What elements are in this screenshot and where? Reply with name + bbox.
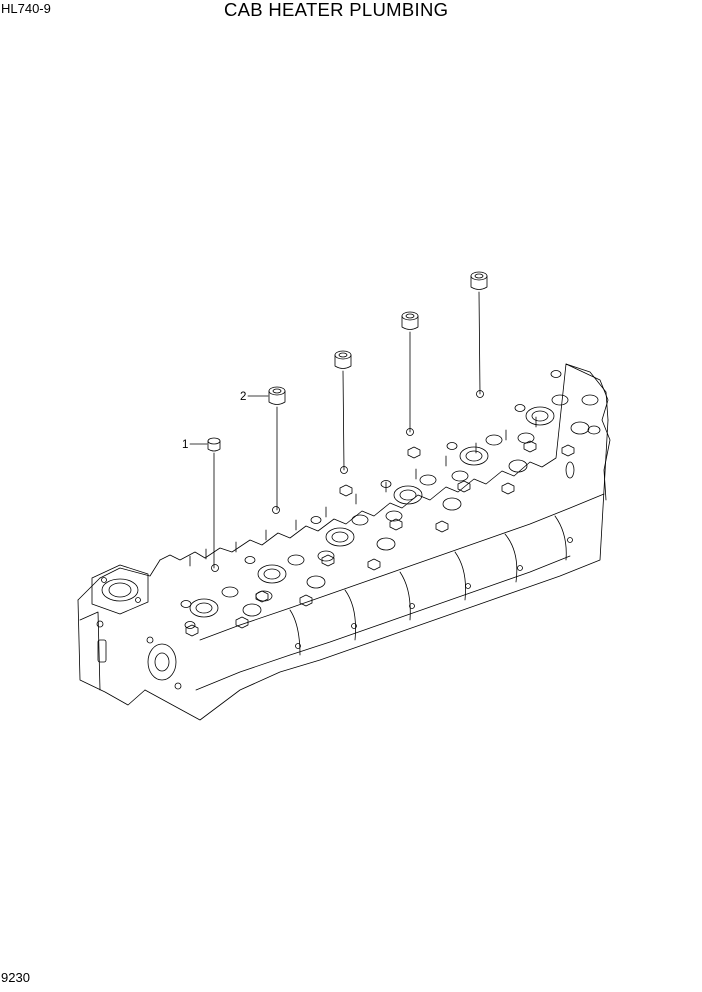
callout-2-label: 2	[240, 391, 246, 403]
cylinder-head-body	[77, 363, 609, 721]
plug-4	[401, 311, 419, 433]
page-title: CAB HEATER PLUMBING	[224, 0, 449, 20]
plug-2	[268, 386, 286, 511]
rear-end-face	[565, 363, 611, 501]
plug-1	[207, 437, 221, 569]
coolant-port	[91, 564, 182, 690]
callout-1-label: 1	[182, 439, 188, 451]
model-number: HL740-9	[1, 1, 51, 16]
callout-2: 2	[240, 391, 269, 403]
callout-1: 1	[182, 439, 208, 451]
plug-5	[470, 271, 488, 395]
plug-group	[207, 271, 488, 569]
cylinder-pockets	[180, 370, 590, 629]
page-number: 9230	[1, 970, 30, 985]
bolt-heads	[185, 440, 575, 649]
plug-3	[334, 350, 352, 471]
